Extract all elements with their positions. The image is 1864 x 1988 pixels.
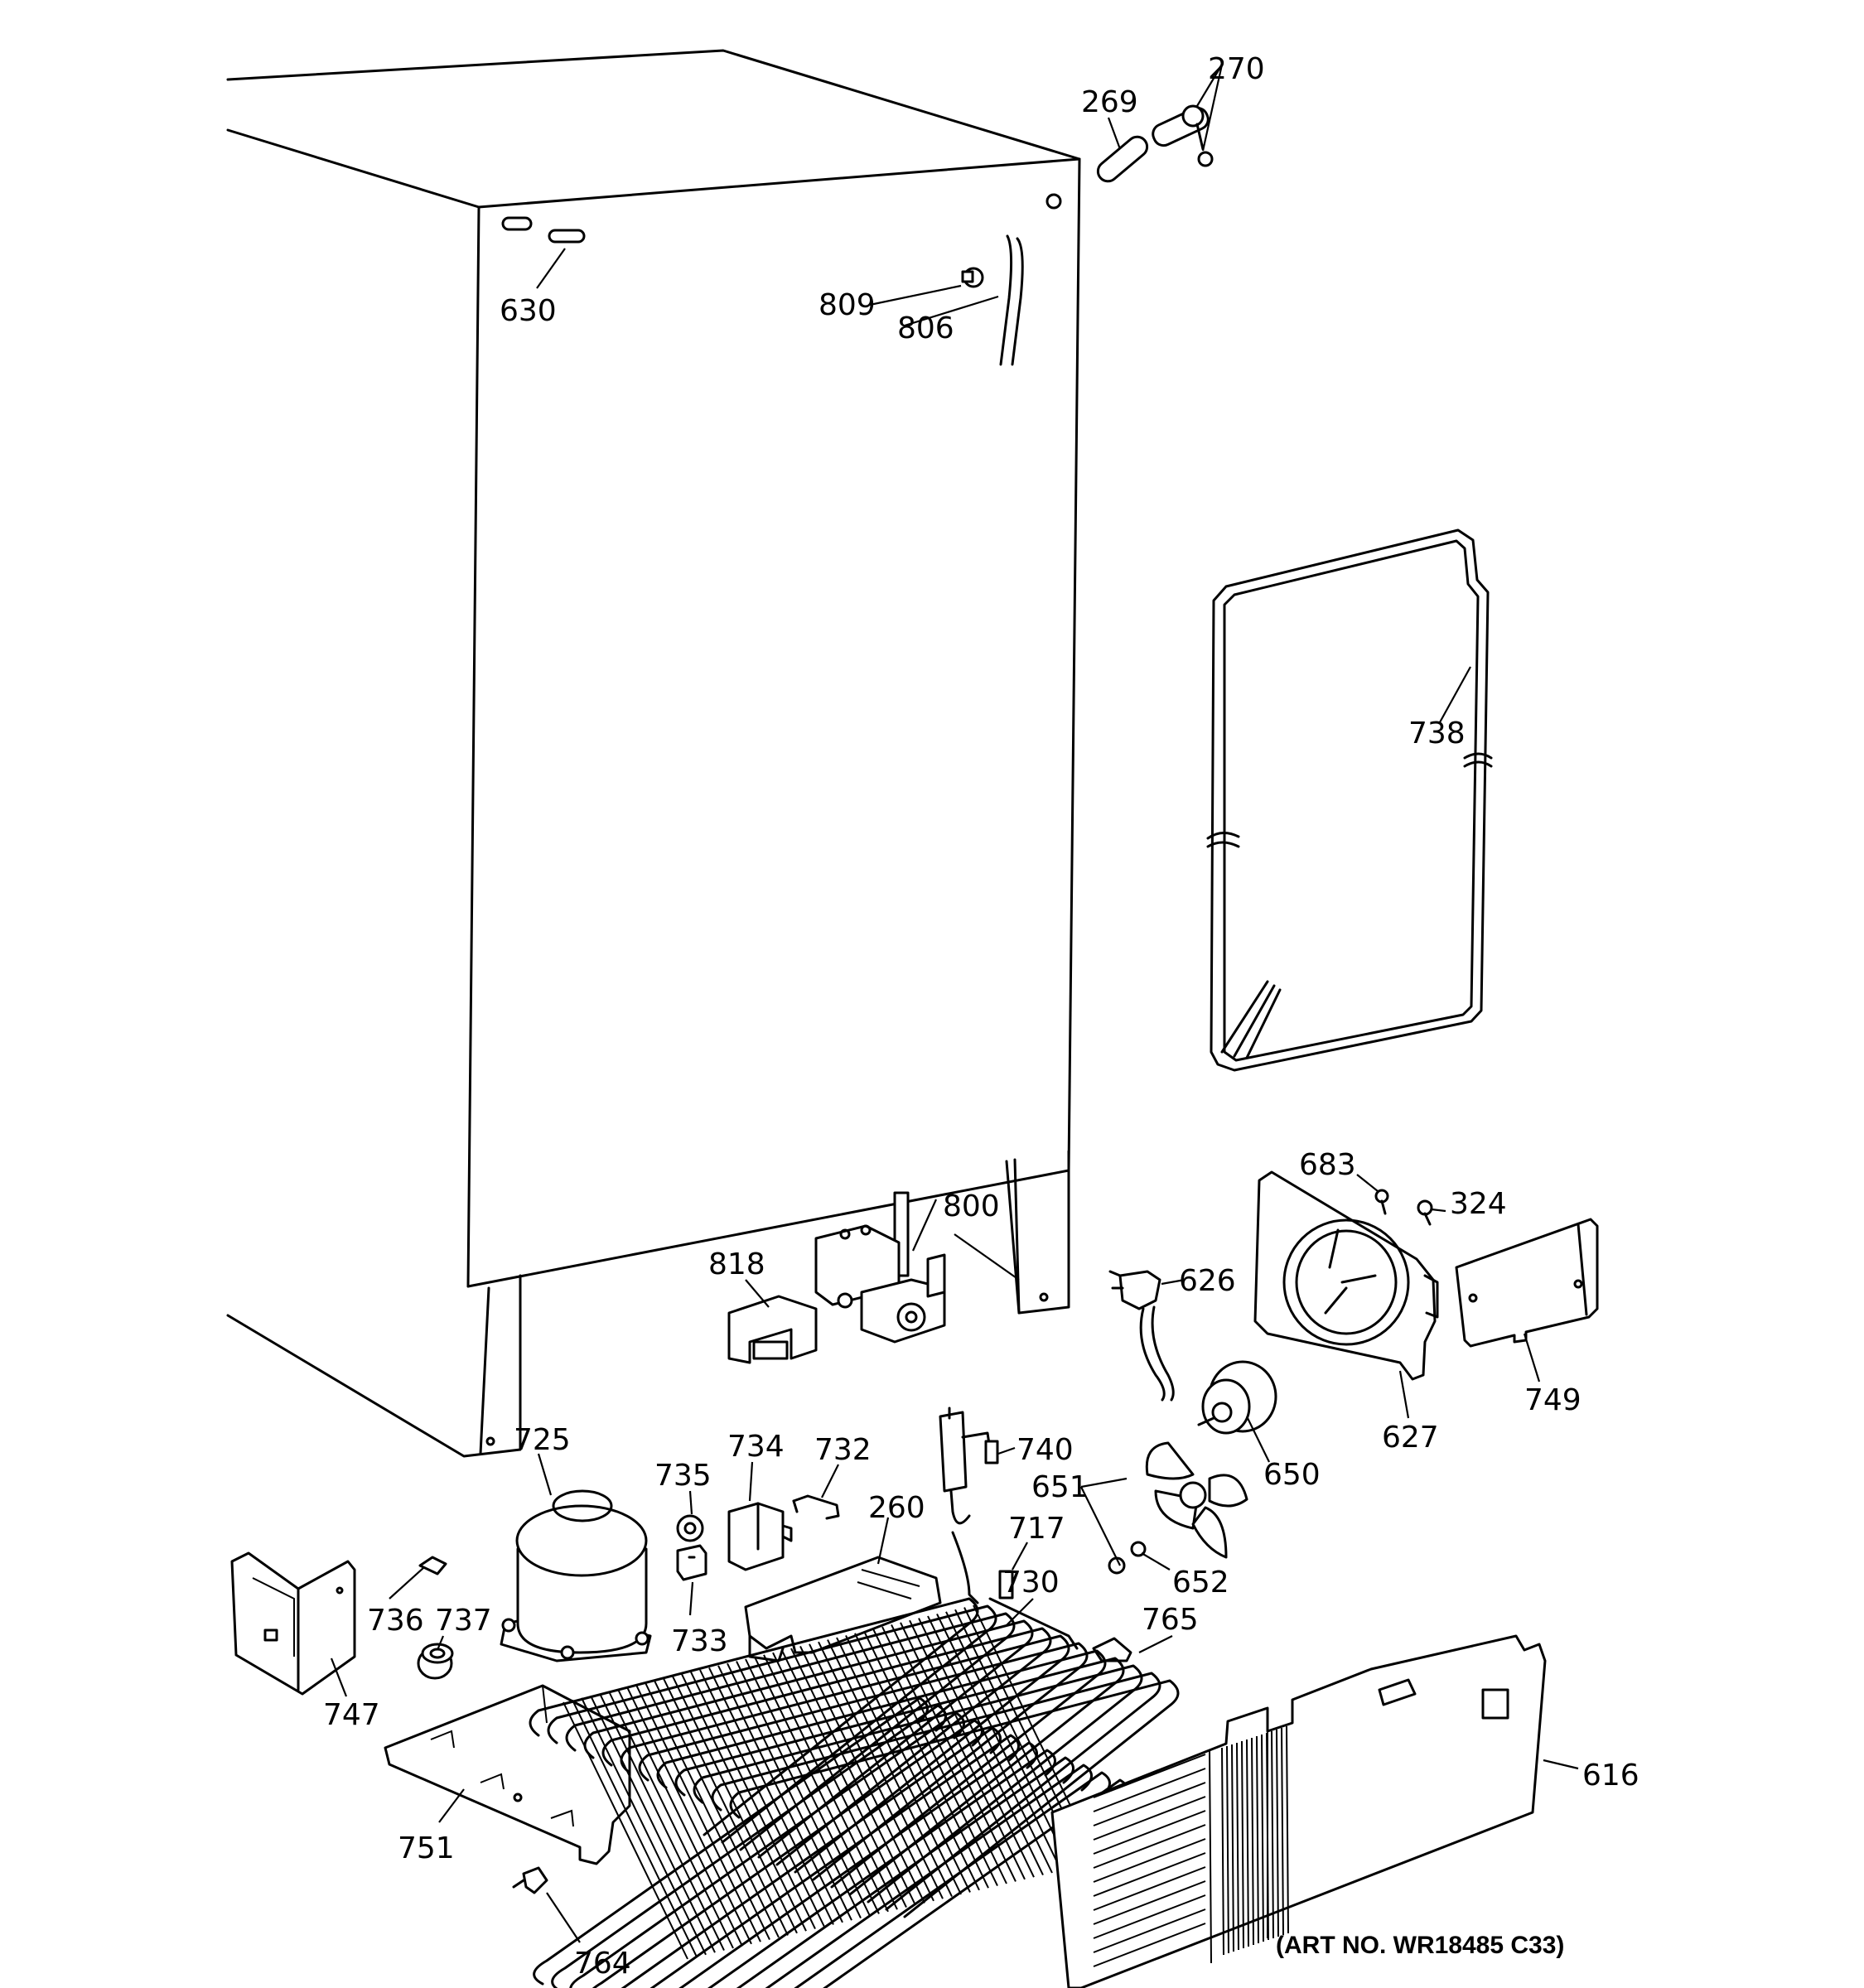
part-627 [1253,1170,1439,1381]
part-809 [961,267,984,288]
part-765 [1092,1637,1132,1662]
part-736 [418,1556,447,1575]
label-738: 738 [1408,717,1466,750]
part-738 [1206,528,1493,1072]
label-737: 737 [435,1604,492,1638]
label-749: 749 [1524,1383,1582,1417]
label-800: 800 [943,1189,1000,1223]
part-650 [1197,1360,1277,1435]
art-number: (ART NO. WR18485 C33) [1276,1932,1564,1959]
part-324 [1417,1199,1433,1226]
label-736: 736 [367,1604,424,1638]
label-806: 806 [897,311,954,345]
part-626 [1108,1270,1175,1402]
part-734 [727,1502,793,1571]
part-651 [1108,1541,1147,1575]
part-269 [1096,135,1149,183]
part-733 [676,1544,707,1581]
leader-lines [330,64,1579,1943]
part-683 [1374,1189,1389,1215]
label-818: 818 [708,1247,765,1281]
part-725 [500,1489,652,1662]
label-626: 626 [1179,1264,1236,1298]
label-717: 717 [1008,1512,1065,1546]
part-764 [512,1866,548,1894]
label-735: 735 [654,1459,712,1493]
part-labels: 269 270 630 809 806 738 683 324 800 818 … [323,52,1639,1981]
label-260: 260 [868,1491,925,1525]
label-730: 730 [1002,1566,1060,1600]
label-732: 732 [814,1433,872,1467]
label-630: 630 [500,294,557,328]
part-740 [939,1407,999,1525]
part-800 [814,1191,946,1344]
label-683: 683 [1299,1148,1356,1182]
part-737 [417,1643,454,1680]
label-651: 651 [1031,1470,1089,1504]
label-764: 764 [574,1947,631,1981]
label-616: 616 [1582,1759,1639,1793]
label-734: 734 [727,1430,785,1464]
label-652: 652 [1172,1566,1229,1600]
label-270: 270 [1208,52,1265,86]
part-270 [1152,104,1214,167]
label-751: 751 [398,1831,455,1865]
label-269: 269 [1081,85,1138,119]
part-735 [676,1514,704,1542]
label-725: 725 [514,1423,571,1457]
part-616 [1050,1634,1547,1988]
label-324: 324 [1450,1187,1507,1221]
part-747 [230,1551,356,1696]
part-630 [501,216,586,244]
part-749 [1455,1218,1599,1348]
cabinet [226,49,1081,1458]
part-806 [999,234,1024,366]
part-717 [998,1570,1014,1600]
label-765: 765 [1142,1603,1199,1637]
label-627: 627 [1382,1421,1439,1455]
label-650: 650 [1263,1458,1321,1492]
label-809: 809 [819,288,876,322]
part-732 [792,1494,840,1520]
part-818 [727,1295,818,1364]
part-730 [529,1531,1180,1988]
label-733: 733 [671,1624,728,1658]
label-740: 740 [1017,1433,1074,1467]
label-747: 747 [323,1698,380,1732]
part-652 [1145,1441,1248,1559]
